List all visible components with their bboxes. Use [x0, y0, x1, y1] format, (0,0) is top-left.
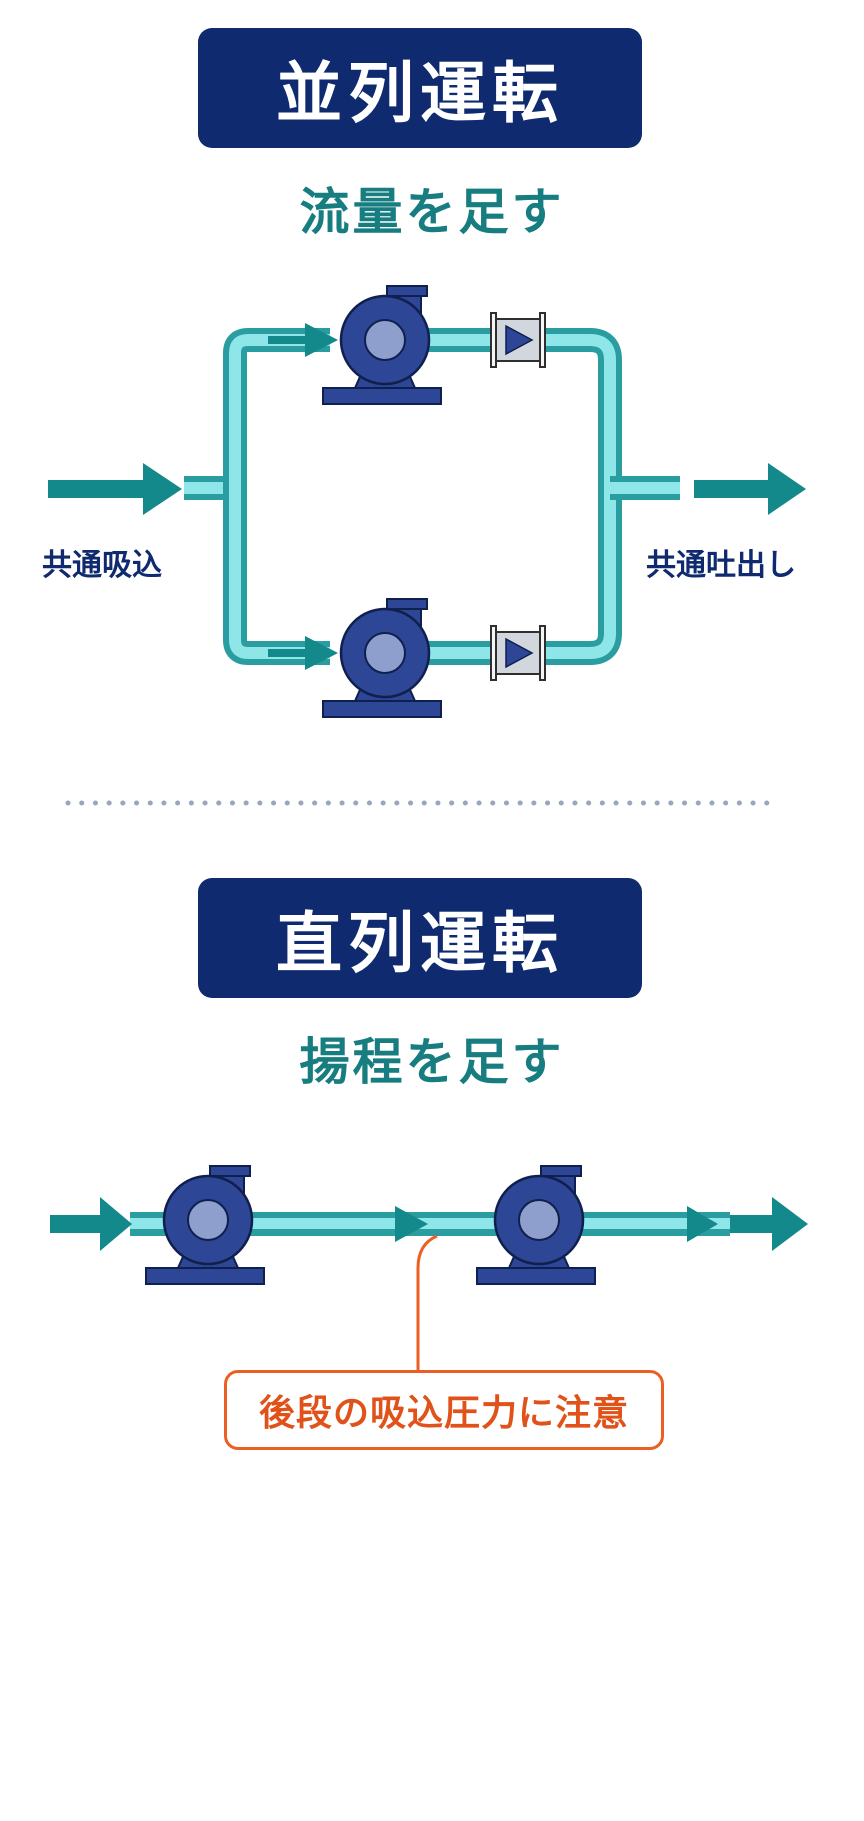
series-inlet-arrow [50, 1197, 132, 1251]
check-valve-icon [490, 312, 546, 368]
series-outlet-arrow [730, 1197, 808, 1251]
parallel-pipe-network [184, 328, 680, 665]
series-subtitle: 揚程を足す [299, 1033, 565, 1091]
caution-note: 後段の吸込圧力に注意 [224, 1370, 664, 1450]
caution-note-text: 後段の吸込圧力に注意 [258, 1393, 629, 1434]
pump-icon [321, 284, 443, 406]
check-valve-icon [490, 625, 546, 681]
inlet-label: 共通吸込 [42, 548, 162, 583]
inlet-arrow [48, 463, 182, 515]
outlet-label: 共通吐出し [646, 548, 796, 583]
pump-icon [321, 597, 443, 719]
pump-icon [144, 1164, 266, 1286]
flow-arrow-icon [268, 323, 338, 670]
flow-arrow-icon [395, 1206, 718, 1242]
note-callout-line [416, 1234, 438, 1372]
outlet-arrow [694, 463, 806, 515]
pump-icon [475, 1164, 597, 1286]
series-title-box: 直列運転 [198, 878, 642, 998]
parallel-title-box: 並列運転 [198, 28, 642, 148]
parallel-subtitle: 流量を足す [299, 183, 565, 241]
series-title: 直列運転 [276, 905, 564, 982]
parallel-title: 並列運転 [276, 55, 564, 132]
